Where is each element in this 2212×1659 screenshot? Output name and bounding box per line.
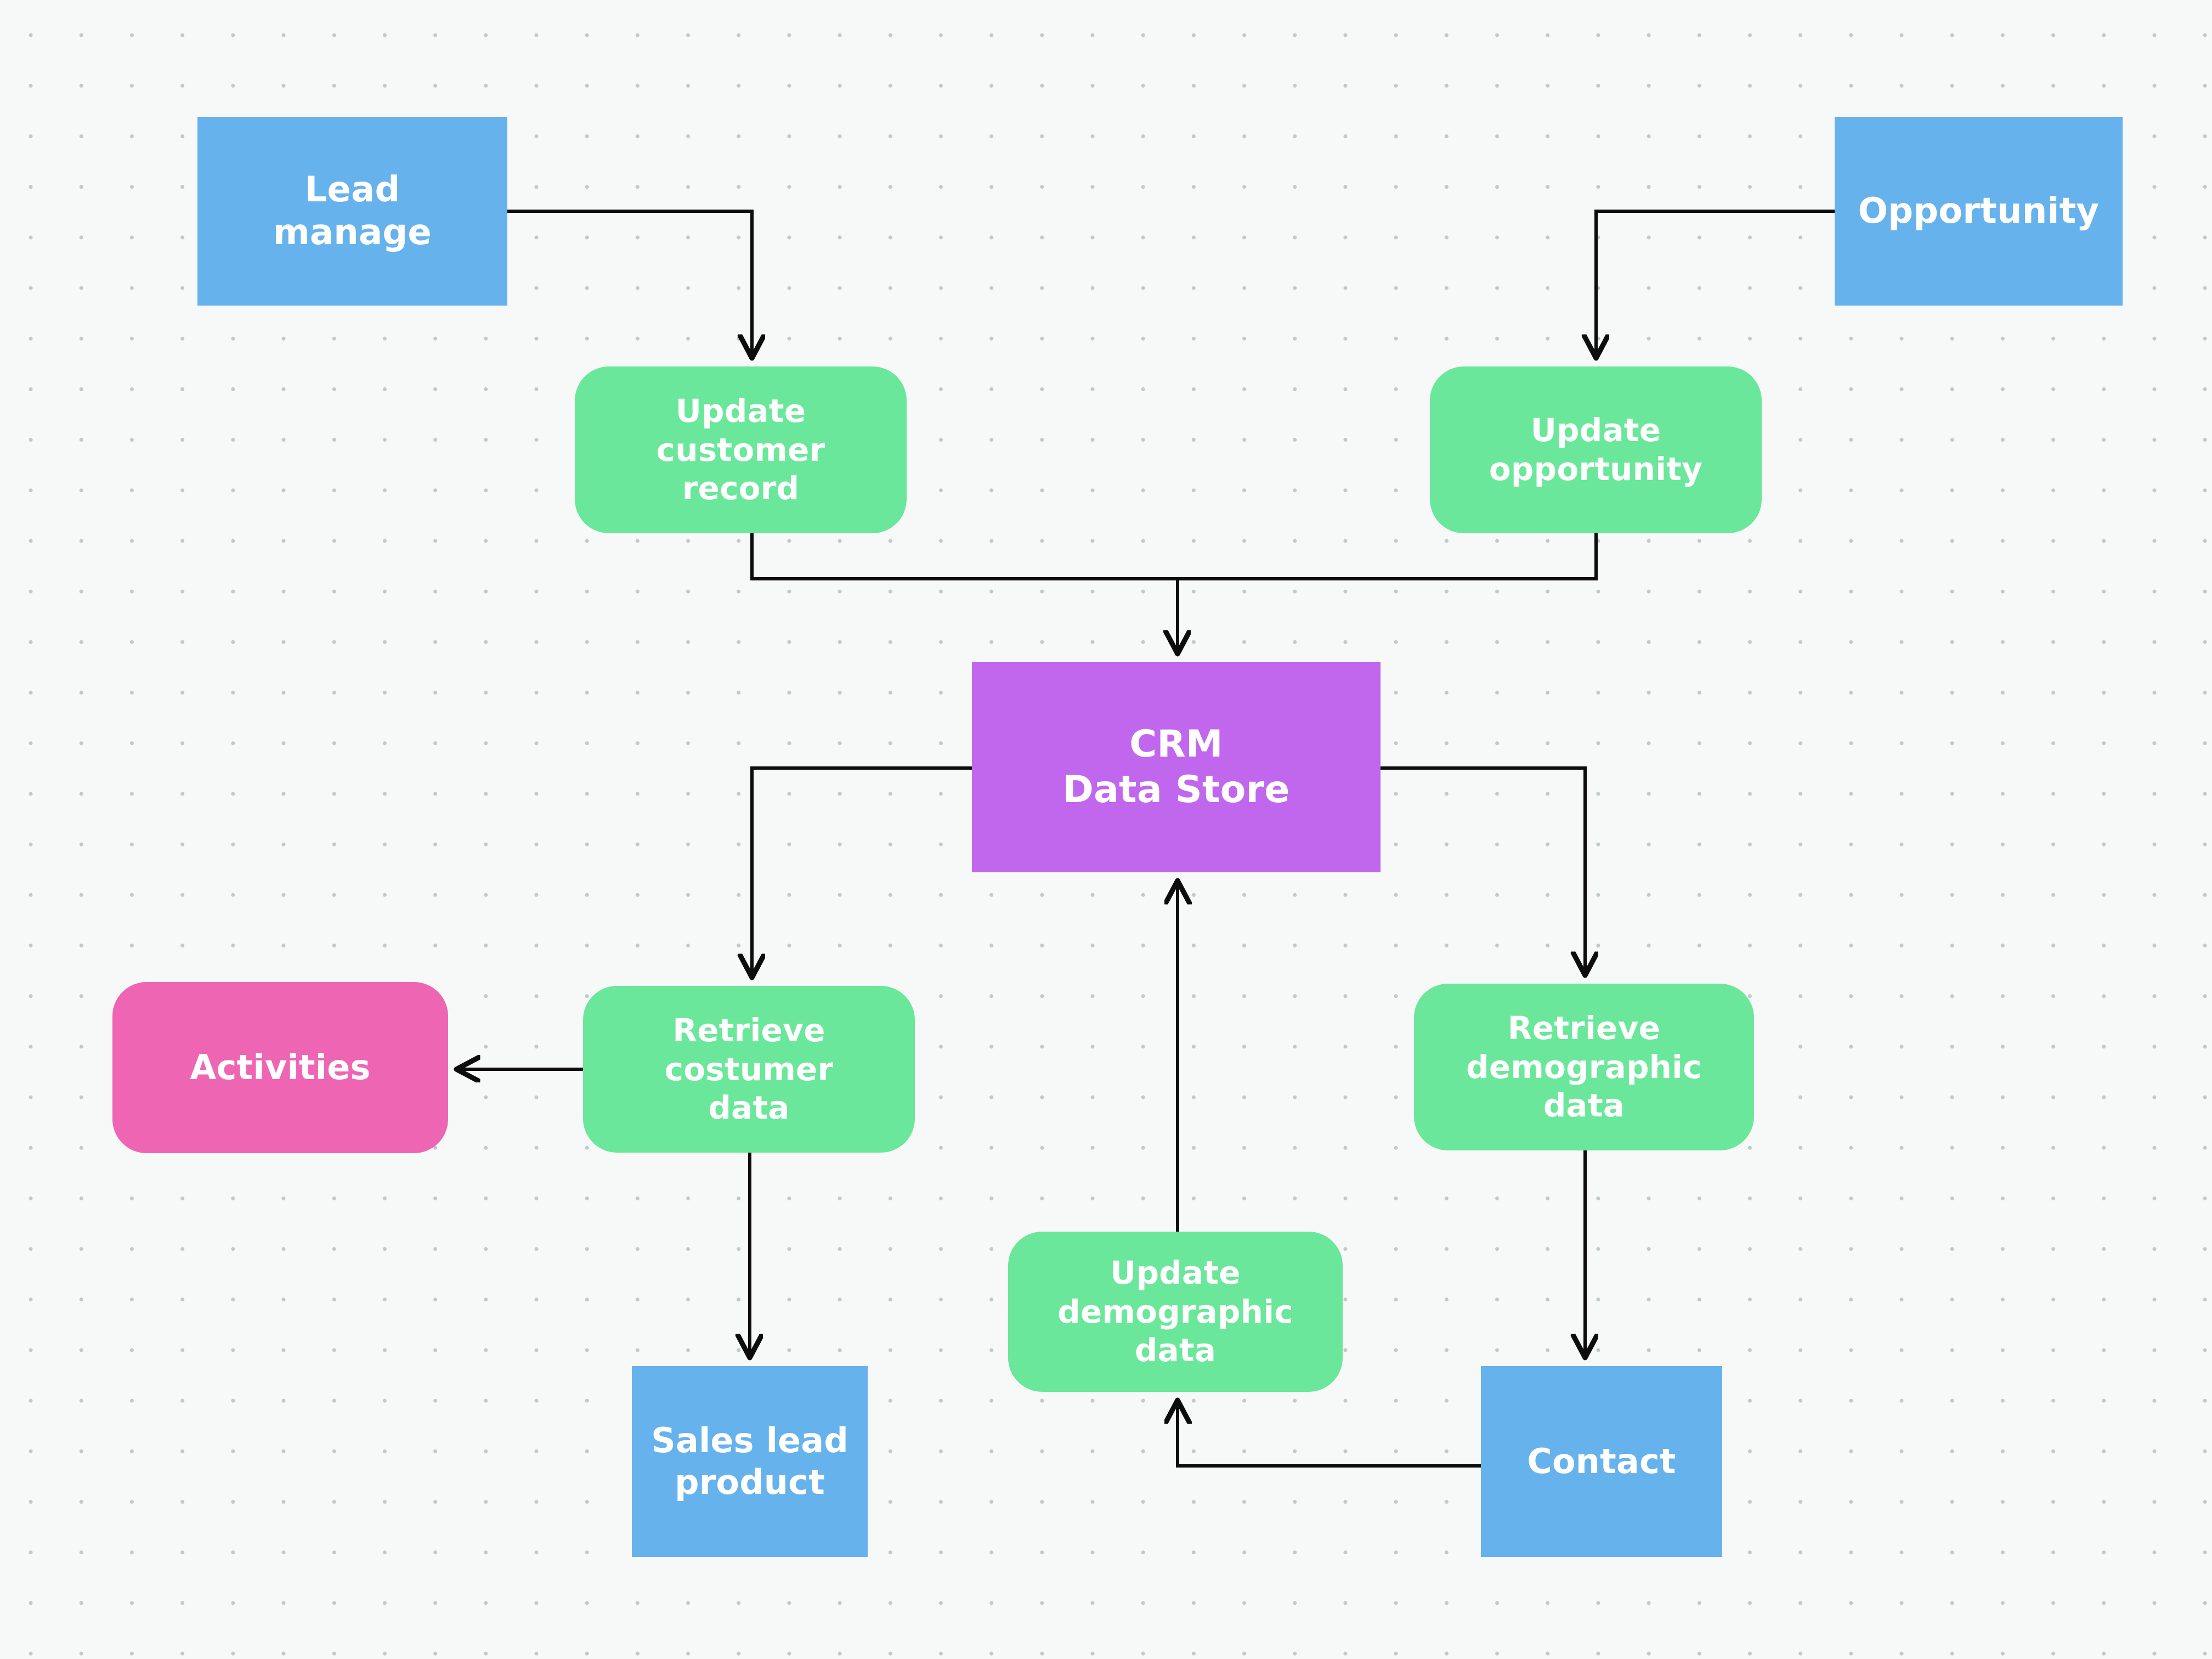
node-update-demographic-data[interactable]: Update demographic data (1008, 1232, 1343, 1392)
node-label-crm-data-store: CRM Data Store (1062, 722, 1290, 811)
node-retrieve-demographic-data[interactable]: Retrieve demographic data (1414, 984, 1754, 1150)
edge-lead-to-update-customer (507, 210, 752, 356)
node-label-retrieve-costumer-data: Retrieve costumer data (664, 1011, 834, 1127)
node-retrieve-costumer-data[interactable]: Retrieve costumer data (583, 986, 915, 1153)
node-label-contact: Contact (1527, 1441, 1676, 1482)
edge-contact-to-update-demographic (1178, 1403, 1481, 1468)
node-label-opportunity: Opportunity (1858, 190, 2100, 232)
node-lead-manage[interactable]: Lead manage (197, 117, 507, 306)
edge-update-opportunity-to-crm (1178, 533, 1598, 580)
node-label-sales-lead-product: Sales lead product (651, 1420, 848, 1502)
node-opportunity[interactable]: Opportunity (1835, 117, 2123, 306)
node-label-lead-manage: Lead manage (273, 169, 432, 253)
node-label-update-demographic-data: Update demographic data (1057, 1254, 1293, 1369)
node-crm-data-store[interactable]: CRM Data Store (972, 662, 1381, 872)
node-sales-lead-product[interactable]: Sales lead product (632, 1366, 868, 1557)
node-activities[interactable]: Activities (112, 982, 448, 1153)
node-label-update-opportunity: Update opportunity (1489, 411, 1703, 488)
edge-update-customer-to-crm (750, 533, 1178, 651)
edge-crm-to-retrieve-demographic (1381, 766, 1585, 973)
node-label-activities: Activities (190, 1047, 371, 1088)
node-update-customer-record[interactable]: Update customer record (575, 366, 907, 533)
node-label-update-customer-record: Update customer record (656, 392, 825, 507)
edge-opportunity-to-update-opportunity (1596, 210, 1835, 356)
node-update-opportunity[interactable]: Update opportunity (1430, 366, 1762, 533)
edge-crm-to-retrieve-costumer (752, 766, 972, 975)
node-contact[interactable]: Contact (1481, 1366, 1722, 1557)
node-label-retrieve-demographic-data: Retrieve demographic data (1466, 1009, 1702, 1125)
